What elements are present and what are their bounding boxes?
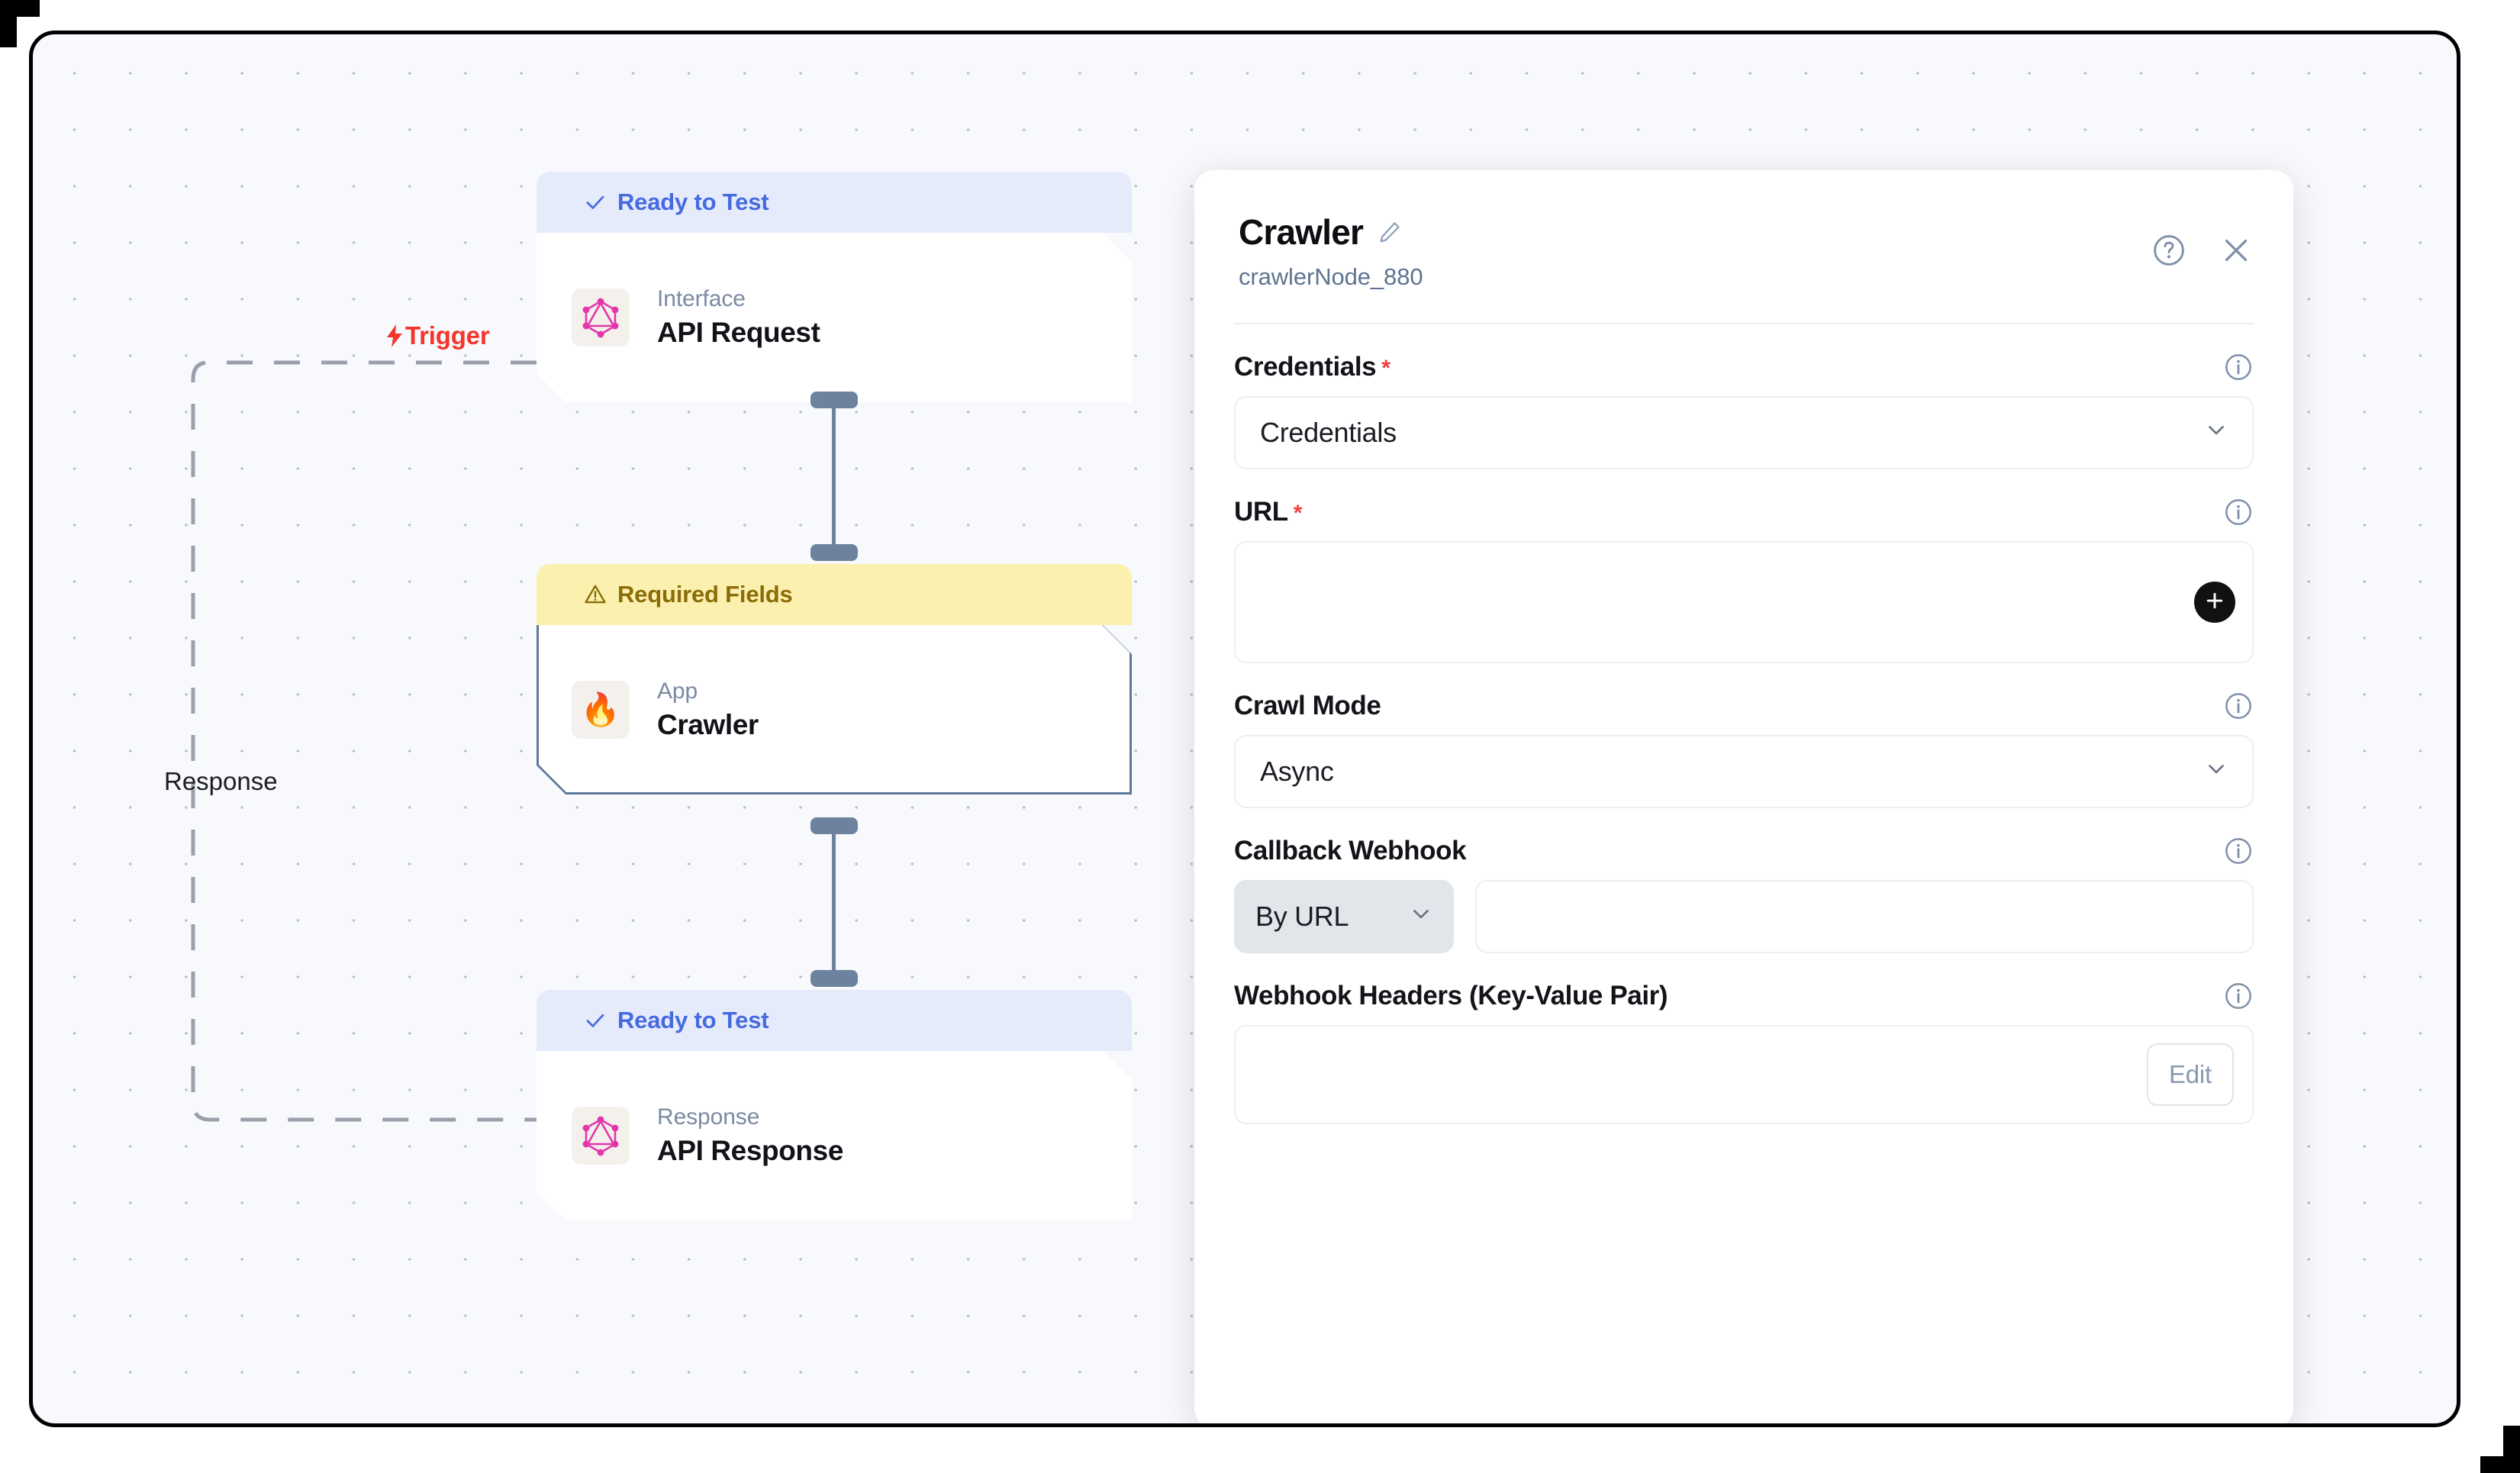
node-body[interactable]: 🔥 App Crawler (537, 625, 1132, 795)
field-callback-webhook: Callback Webhook By URL (1234, 836, 2254, 953)
check-icon (584, 1009, 607, 1032)
node-body[interactable]: Response API Response (537, 1051, 1132, 1220)
node-title-label: API Request (657, 317, 820, 348)
graphql-icon (572, 1107, 630, 1165)
credentials-select[interactable]: Credentials (1234, 396, 2254, 469)
warning-triangle-icon (584, 583, 607, 606)
field-label-text: Crawl Mode (1234, 691, 1381, 720)
info-icon[interactable] (2223, 836, 2254, 866)
node-body[interactable]: Interface API Request (537, 233, 1132, 402)
node-status-banner-ready: Ready to Test (537, 990, 1132, 1051)
check-icon (584, 191, 607, 214)
node-config-panel[interactable]: Crawler crawlerNode_880 (1194, 170, 2293, 1423)
node-kind-label: Interface (657, 286, 746, 311)
panel-subtitle: crawlerNode_880 (1239, 263, 1423, 290)
question-circle-icon[interactable] (2151, 233, 2186, 268)
panel-title: Crawler (1239, 212, 1364, 252)
panel-form: Credentials * Credentials (1194, 352, 2293, 1124)
credentials-select-value: Credentials (1260, 417, 1397, 448)
edge-api-request-to-crawler (832, 401, 836, 553)
plus-icon (2203, 589, 2226, 616)
close-icon[interactable] (2219, 233, 2254, 268)
node-status-text: Required Fields (617, 581, 793, 608)
chevron-down-icon (2203, 417, 2229, 450)
node-api-response[interactable]: Ready to Test (537, 990, 1132, 1220)
required-asterisk: * (1293, 501, 1303, 526)
field-label-text: Webhook Headers (Key-Value Pair) (1234, 981, 1668, 1010)
field-webhook-headers: Webhook Headers (Key-Value Pair) Edit (1234, 981, 2254, 1124)
node-title-label: API Response (657, 1135, 843, 1166)
info-icon[interactable] (2223, 981, 2254, 1011)
required-asterisk: * (1381, 356, 1391, 381)
node-status-banner-required: Required Fields (537, 564, 1132, 625)
field-label-webhook-headers: Webhook Headers (Key-Value Pair) (1234, 981, 1668, 1011)
trigger-label: Trigger (385, 321, 490, 350)
callback-webhook-mode-value: By URL (1255, 901, 1349, 932)
lightning-bolt-icon (387, 324, 402, 347)
flame-glyph: 🔥 (580, 691, 621, 727)
node-status-text: Ready to Test (617, 1007, 769, 1033)
node-kind-label: App (657, 678, 698, 704)
node-output-handle-api-request[interactable] (810, 392, 858, 408)
workflow-canvas[interactable]: Trigger Response Ready to Test (29, 31, 2460, 1427)
panel-header: Crawler crawlerNode_880 (1194, 170, 2293, 291)
edge-crawler-to-api-response (832, 827, 836, 979)
crawl-mode-value: Async (1260, 756, 1334, 787)
node-input-handle-crawler[interactable] (810, 544, 858, 561)
field-label-callback-webhook: Callback Webhook (1234, 836, 1467, 866)
info-icon[interactable] (2223, 352, 2254, 382)
node-crawler[interactable]: Required Fields 🔥 App Crawler (537, 564, 1132, 795)
field-url: URL * (1234, 497, 2254, 663)
node-output-handle-crawler[interactable] (810, 817, 858, 834)
node-status-text: Ready to Test (617, 189, 769, 215)
node-inner-surface (539, 625, 1129, 792)
corner-mark-top-left-vertical (0, 0, 17, 47)
info-icon[interactable] (2223, 691, 2254, 721)
response-label: Response (164, 767, 278, 795)
panel-divider (1234, 323, 2254, 324)
field-label-text: URL (1234, 497, 1288, 527)
panel-header-actions (2151, 233, 2254, 268)
crawl-mode-select[interactable]: Async (1234, 735, 2254, 808)
node-api-request[interactable]: Ready to Test (537, 172, 1132, 402)
flame-icon: 🔥 (572, 681, 630, 739)
field-label-crawl-mode: Crawl Mode (1234, 691, 1381, 721)
node-title-label: Crawler (657, 709, 759, 740)
node-kind-label: Response (657, 1104, 760, 1130)
field-label-text: Credentials (1234, 352, 1377, 382)
url-input[interactable] (1234, 541, 2254, 663)
chevron-down-icon (2203, 756, 2229, 788)
chevron-down-icon (1408, 901, 1434, 933)
webhook-headers-edit-button[interactable]: Edit (2147, 1043, 2234, 1106)
pencil-icon[interactable] (1377, 219, 1403, 245)
callback-webhook-mode-select[interactable]: By URL (1234, 880, 1454, 953)
field-crawl-mode: Crawl Mode Async (1234, 691, 2254, 808)
callback-webhook-url-input[interactable] (1475, 880, 2254, 953)
field-label-credentials: Credentials * (1234, 352, 1391, 382)
node-status-banner-ready: Ready to Test (537, 172, 1132, 233)
info-icon[interactable] (2223, 497, 2254, 527)
webhook-headers-input[interactable]: Edit (1234, 1025, 2254, 1124)
node-input-handle-api-response[interactable] (810, 970, 858, 987)
corner-mark-bottom-right-vertical (2503, 1426, 2520, 1473)
field-label-url: URL * (1234, 497, 1302, 527)
url-add-button[interactable] (2194, 582, 2235, 623)
trigger-label-text: Trigger (405, 321, 490, 350)
graphql-icon (572, 288, 630, 346)
field-credentials: Credentials * Credentials (1234, 352, 2254, 469)
field-label-text: Callback Webhook (1234, 836, 1467, 865)
